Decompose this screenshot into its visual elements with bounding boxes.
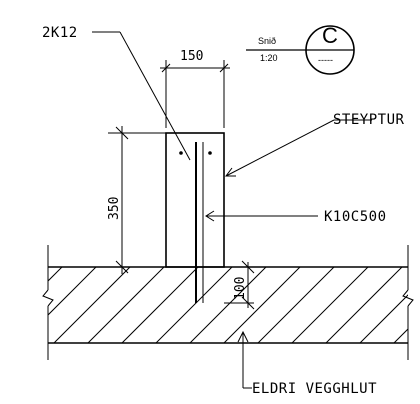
section-dashes: ----- (318, 55, 333, 65)
leader-stirrup (205, 210, 318, 222)
rebar-dot-right (208, 151, 212, 155)
leader-rebar-top (92, 31, 191, 161)
section-letter: C (322, 23, 338, 48)
stirrup-label: K10C500 (324, 209, 387, 225)
break-line-right (402, 245, 414, 360)
rebar-top-label: 2K12 (42, 25, 78, 41)
slab-hatching (48, 267, 408, 343)
section-scale: 1:20 (260, 53, 278, 63)
width-dimension-label: 150 (180, 49, 203, 64)
break-line-left (42, 245, 54, 360)
old-wall-slab (42, 245, 414, 360)
dimension-embed (224, 260, 255, 310)
leader-old-wall (237, 330, 252, 389)
dimension-width (160, 60, 230, 128)
embed-dimension-label: 100 (233, 277, 248, 300)
old-wall-label: ELDRI VEGGHLUT (252, 381, 377, 397)
concrete-label: STEYPTUR (333, 112, 405, 128)
leader-concrete (225, 119, 372, 177)
height-dimension-label: 350 (107, 197, 122, 220)
rebar-dot-left (179, 151, 183, 155)
section-tag: Snið 1:20 C ----- (246, 23, 355, 75)
section-word: Snið (258, 36, 276, 46)
concrete-upstand (165, 132, 225, 303)
dimension-height (108, 126, 166, 274)
